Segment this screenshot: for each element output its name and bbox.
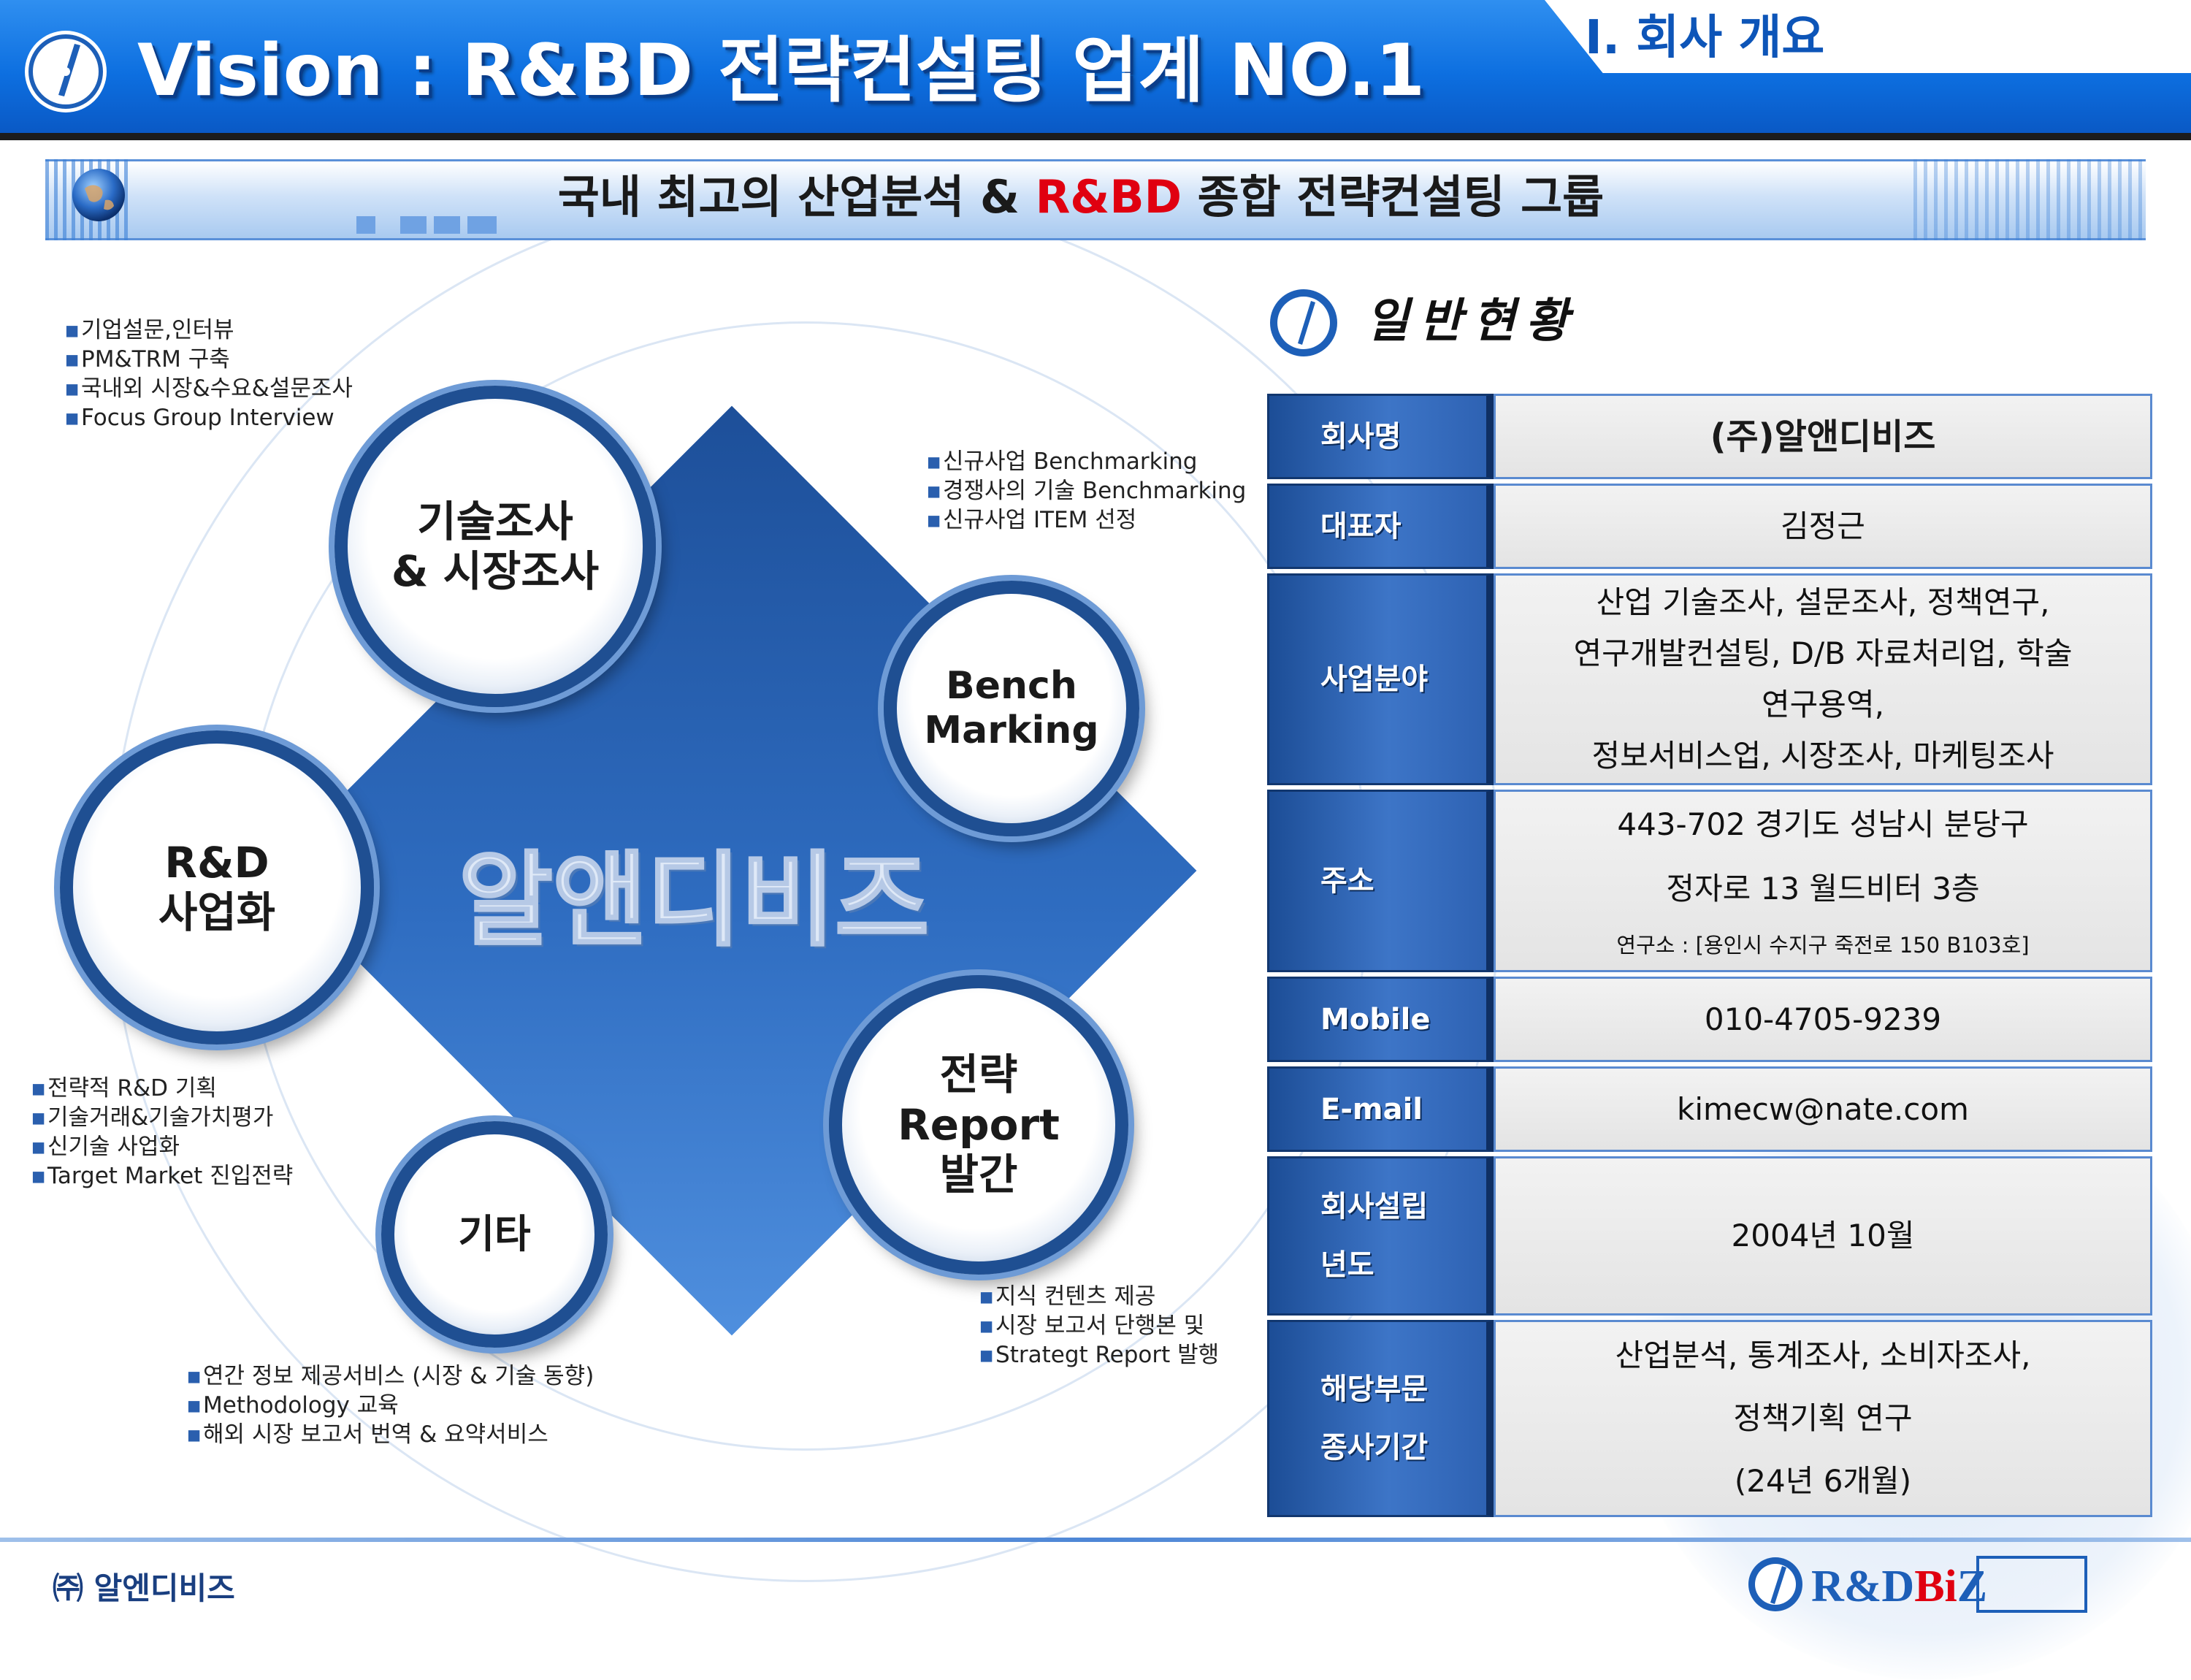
logo-text-z: Z (1957, 1562, 1987, 1611)
company-logo: R&DBiZ (1748, 1556, 2087, 1613)
table-row: 대표자 김정근 (1267, 484, 2152, 569)
circle-etc-label: 기타 (458, 1211, 531, 1258)
general-info-table: 회사명 (주)알앤디비즈 대표자 김정근 사업분야 산업 기술조사, 설문조사,… (1267, 389, 2152, 1521)
list-item: 기술거래&기술가치평가 (31, 1103, 293, 1132)
row-label: 대표자 (1267, 484, 1494, 569)
list-item: 시장 보고서 단행본 및 (979, 1311, 1219, 1340)
row-value: 김정근 (1494, 484, 2152, 569)
list-item: 기업설문,인터뷰 (64, 316, 353, 345)
list-item: 해외 시장 보고서 번역 & 요약서비스 (186, 1420, 594, 1449)
circle-strategy: 전략 Report 발간 (829, 975, 1128, 1275)
table-row: Mobile 010-4705-9239 (1267, 977, 2152, 1062)
list-item: 국내외 시장&수요&설문조사 (64, 374, 353, 403)
general-info-heading: 일반현황 (1366, 294, 1579, 348)
row-value: kimecw@nate.com (1494, 1066, 2152, 1152)
row-label: 사업분야 (1267, 573, 1494, 785)
banner-deco-block (434, 216, 460, 234)
list-item: 전략적 R&D 기획 (31, 1074, 293, 1103)
row-label: Mobile (1267, 977, 1494, 1062)
list-item: 연간 정보 제공서비스 (시장 & 기술 동향) (186, 1362, 594, 1391)
header-divider (0, 133, 2191, 140)
circle-tech-market: 기술조사 & 시장조사 (334, 386, 656, 707)
footer-divider (0, 1538, 2191, 1542)
table-row: 주소 443-702 경기도 성남시 분당구 정자로 13 월드비터 3층 연구… (1267, 790, 2152, 972)
list-item: 지식 컨텐츠 제공 (979, 1282, 1219, 1311)
row-value: (주)알앤디비즈 (1494, 394, 2152, 479)
compass-pen-icon (1270, 289, 1337, 356)
table-row: 해당부문 종사기간 산업분석, 통계조사, 소비자조사, 정책기획 연구 (24… (1267, 1320, 2152, 1517)
svg-text:R&DBiZ: R&DBiZ (1811, 1562, 1987, 1611)
logo-text-rnd: R&D (1811, 1562, 1914, 1611)
notes-strategy: 지식 컨텐츠 제공 시장 보고서 단행본 및 Strategt Report 발… (979, 1282, 1219, 1370)
section-label: Ⅰ. 회사 개요 (1585, 11, 1825, 65)
row-value: 010-4705-9239 (1494, 977, 2152, 1062)
footer-company-name: ㈜ 알엔디비즈 (53, 1570, 235, 1606)
banner (45, 159, 2146, 240)
list-item: 신규사업 Benchmarking (926, 447, 1246, 476)
notes-benchmarking: 신규사업 Benchmarking 경쟁사의 기술 Benchmarking 신… (926, 447, 1246, 535)
circle-benchmarking-label: Bench Marking (924, 663, 1099, 752)
center-brand-text: 알앤디비즈 (457, 841, 930, 962)
row-label: 회사설립 년도 (1267, 1156, 1494, 1316)
row-value: 산업분석, 통계조사, 소비자조사, 정책기획 연구 (24년 6개월) (1494, 1320, 2152, 1517)
list-item: 신기술 사업화 (31, 1132, 293, 1161)
list-item: Focus Group Interview (64, 403, 353, 432)
banner-stripes (1913, 159, 2146, 240)
row-label: E-mail (1267, 1066, 1494, 1152)
page-title: Vision : R&BD 전략컨설팅 업계 NO.1 (137, 29, 1426, 112)
list-item: Methodology 교육 (186, 1391, 594, 1420)
list-item: 신규사업 ITEM 선정 (926, 505, 1246, 535)
list-item: PM&TRM 구축 (64, 345, 353, 374)
table-row: E-mail kimecw@nate.com (1267, 1066, 2152, 1152)
row-label: 주소 (1267, 790, 1494, 972)
circle-tech-market-label: 기술조사 & 시장조사 (391, 496, 600, 596)
circle-etc: 기타 (381, 1121, 608, 1348)
table-row: 사업분야 산업 기술조사, 설문조사, 정책연구, 연구개발컨설팅, D/B 자… (1267, 573, 2152, 785)
row-label: 해당부문 종사기간 (1267, 1320, 1494, 1517)
row-value: 산업 기술조사, 설문조사, 정책연구, 연구개발컨설팅, D/B 자료처리업,… (1494, 573, 2152, 785)
row-label: 회사명 (1267, 394, 1494, 479)
banner-deco-block (467, 216, 497, 234)
banner-title: 국내 최고의 산업분석 & R&BD 종합 전략컨설팅 그룹 (0, 164, 2162, 230)
circle-strategy-label: 전략 Report 발간 (898, 1050, 1060, 1200)
notes-etc: 연간 정보 제공서비스 (시장 & 기술 동향) Methodology 교육 … (186, 1362, 594, 1449)
compass-pen-icon (25, 31, 107, 112)
list-item: 경쟁사의 기술 Benchmarking (926, 476, 1246, 505)
row-value: 2004년 10월 (1494, 1156, 2152, 1316)
row-value: 443-702 경기도 성남시 분당구 정자로 13 월드비터 3층 연구소 :… (1494, 790, 2152, 972)
circle-benchmarking: Bench Marking (884, 581, 1139, 836)
section-tab (1545, 0, 2191, 73)
globe-icon (72, 169, 125, 221)
list-item: Target Market 진입전략 (31, 1161, 293, 1191)
banner-deco-block (356, 216, 375, 234)
banner-text-before: 국내 최고의 산업분석 & (557, 170, 1036, 224)
banner-text-highlight: R&BD (1035, 170, 1182, 224)
banner-text-after: 종합 전략컨설팅 그룹 (1182, 170, 1605, 224)
banner-deco-block (400, 216, 427, 234)
list-item: Strategt Report 발행 (979, 1340, 1219, 1370)
logo-text-bi: Bi (1914, 1562, 1957, 1611)
notes-tech-market: 기업설문,인터뷰 PM&TRM 구축 국내외 시장&수요&설문조사 Focus … (64, 316, 353, 432)
table-row: 회사설립 년도 2004년 10월 (1267, 1156, 2152, 1316)
circle-rnd: R&D 사업화 (60, 730, 374, 1045)
circle-rnd-label: R&D 사업화 (158, 837, 276, 937)
table-row: 회사명 (주)알앤디비즈 (1267, 394, 2152, 479)
notes-rnd: 전략적 R&D 기획 기술거래&기술가치평가 신기술 사업화 Target Ma… (31, 1074, 293, 1191)
